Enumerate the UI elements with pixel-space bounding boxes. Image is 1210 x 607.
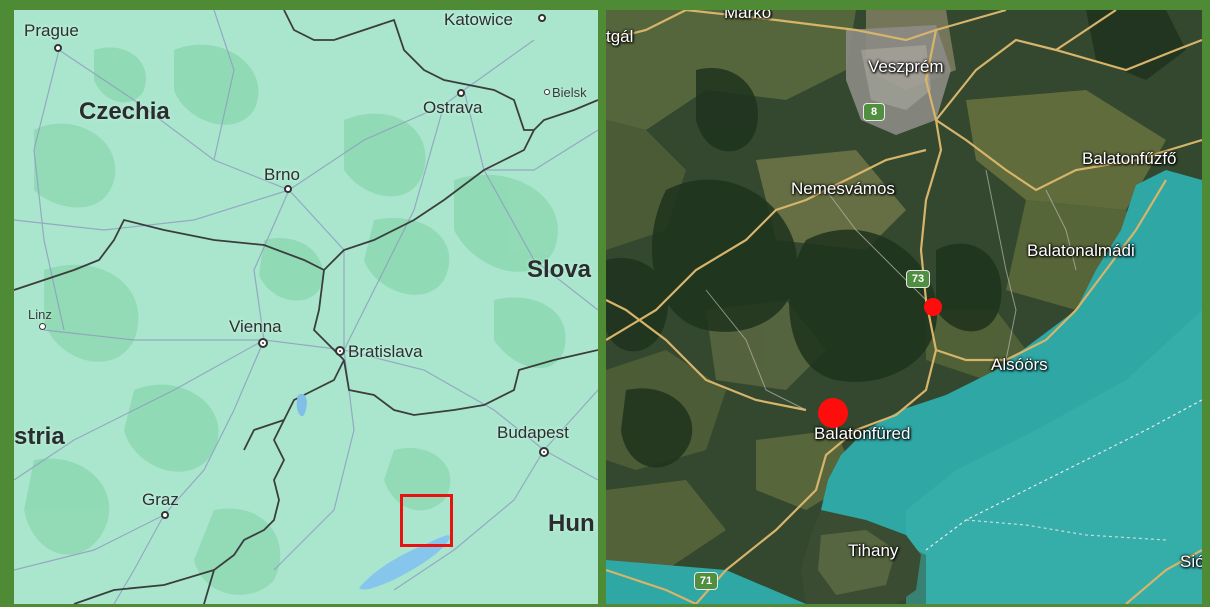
farmland	[606, 10, 1166, 570]
city-label-budapest[interactable]: Budapest	[497, 423, 569, 442]
place-label-sio[interactable]: Sió	[1180, 552, 1202, 571]
road-shield-73: 73	[906, 270, 930, 288]
city-label-graz[interactable]: Graz	[142, 490, 179, 509]
place-label-marko[interactable]: Marko	[724, 10, 772, 22]
city-label-prague[interactable]: Prague	[24, 21, 79, 40]
roads	[14, 10, 598, 604]
main-roads	[606, 10, 1202, 604]
inset-highlight-rectangle[interactable]	[400, 494, 453, 547]
country-label-czechia[interactable]: Czechia	[79, 98, 170, 125]
place-label-balatonfured[interactable]: Balatonfüred	[814, 424, 911, 443]
detail-satellite-map[interactable]: Marko tgál Veszprém Balatonfűzfő Nemesvá…	[606, 10, 1202, 604]
city-label-vienna[interactable]: Vienna	[229, 317, 282, 336]
overview-map-canvas	[14, 10, 598, 604]
place-label-balatonalmadi[interactable]: Balatonalmádi	[1027, 241, 1135, 260]
graz-dot	[161, 511, 169, 519]
city-label-katowice[interactable]: Katowice	[444, 10, 513, 29]
place-label-alsoors[interactable]: Alsóörs	[991, 355, 1048, 374]
national-borders	[14, 10, 598, 604]
forest	[606, 10, 1186, 468]
location-marker-small[interactable]	[924, 298, 942, 316]
city-label-bielsk[interactable]: Bielsk	[552, 85, 587, 100]
linz-dot	[39, 323, 46, 330]
country-label-stria[interactable]: stria	[14, 423, 65, 450]
city-label-ostrava[interactable]: Ostrava	[423, 98, 483, 117]
city-label-brno[interactable]: Brno	[264, 165, 300, 184]
satellite-canvas	[606, 10, 1202, 604]
place-label-nemesvamos[interactable]: Nemesvámos	[791, 179, 895, 198]
country-label-hun[interactable]: Hun	[548, 510, 595, 537]
country-label-slova[interactable]: Slova	[527, 256, 592, 283]
bratislava-dot	[335, 346, 345, 356]
city-label-bratislava[interactable]: Bratislava	[348, 342, 423, 361]
location-marker-large[interactable]	[818, 398, 848, 428]
place-label-tihany[interactable]: Tihany	[848, 541, 899, 560]
place-label-veszprem[interactable]: Veszprém	[868, 57, 944, 76]
road-shield-71: 71	[694, 572, 718, 590]
bielsk-dot	[544, 89, 550, 95]
prague-dot	[54, 44, 62, 52]
budapest-dot	[539, 447, 549, 457]
minor-roads	[705, 169, 1077, 411]
place-label-balatonfuzfo[interactable]: Balatonfűzfő	[1082, 149, 1177, 168]
road-shield-8: 8	[863, 103, 885, 121]
ostrava-dot	[457, 89, 465, 97]
overview-map[interactable]: Prague Katowice Bielsk Ostrava Czechia B…	[14, 10, 598, 604]
city-label-linz[interactable]: Linz	[28, 307, 52, 322]
vienna-dot	[258, 338, 268, 348]
brno-dot	[284, 185, 292, 193]
place-label-tgal[interactable]: tgál	[606, 27, 634, 46]
lakes	[296, 393, 450, 590]
katowice-dot	[538, 14, 546, 22]
